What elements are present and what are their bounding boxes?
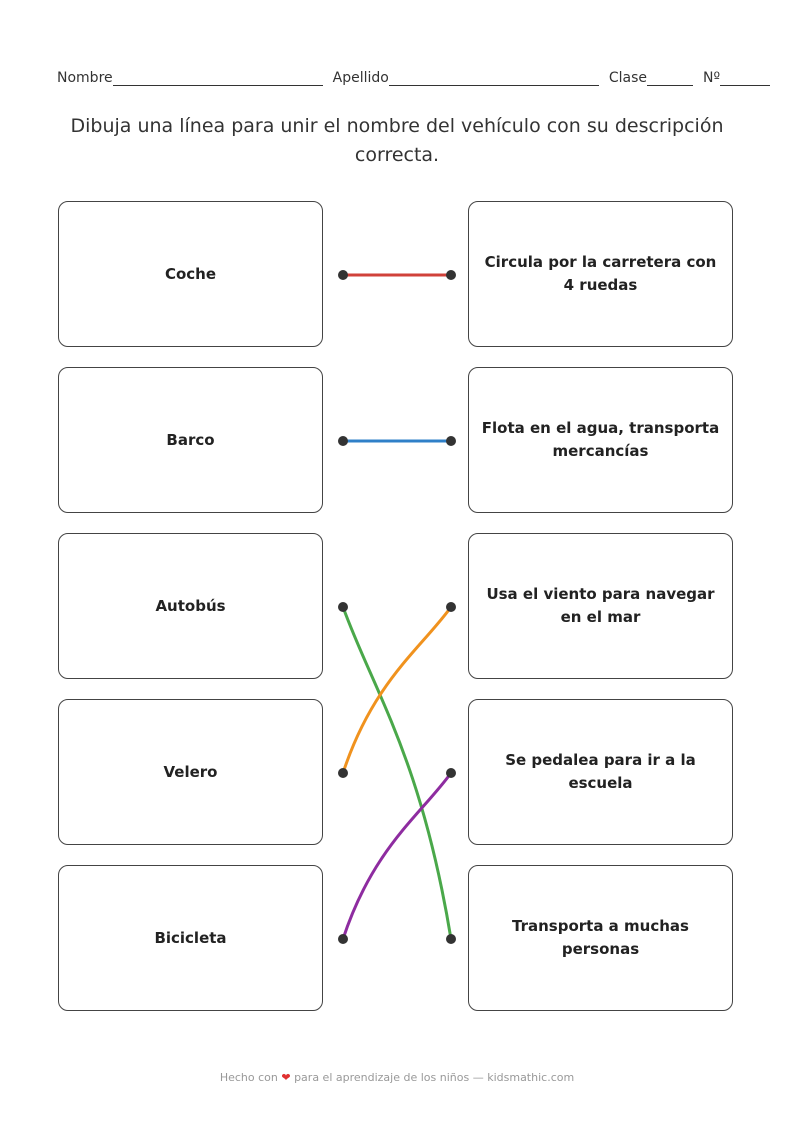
description-card: Flota en el agua, transporta mercancías (468, 367, 733, 513)
connector-dot[interactable] (338, 934, 348, 944)
footer: Hecho con ❤ para el aprendizaje de los n… (0, 1071, 794, 1084)
connector-dot[interactable] (446, 436, 456, 446)
vehicle-name-card: Barco (58, 367, 323, 513)
vehicle-name-card: Velero (58, 699, 323, 845)
connector-dot[interactable] (446, 270, 456, 280)
class-label: Clase (608, 70, 647, 86)
connector-dot[interactable] (446, 934, 456, 944)
vehicle-name-card: Coche (58, 201, 323, 347)
connector-dot[interactable] (338, 768, 348, 778)
number-label: Nº (702, 70, 721, 86)
class-field[interactable] (646, 71, 693, 86)
instruction: Dibuja una línea para unir el nombre del… (70, 115, 724, 166)
footer-text-before: Hecho con (219, 1071, 278, 1084)
footer-text-after: para el aprendizaje de los niños — kidsm… (294, 1071, 575, 1084)
match-line (341, 606, 453, 774)
description-card: Transporta a muchas personas (468, 865, 733, 1011)
description-card: Usa el viento para navegar en el mar (468, 533, 733, 679)
connector-dot[interactable] (446, 768, 456, 778)
vehicle-name-card: Bicicleta (58, 865, 323, 1011)
heart-icon: ❤ (281, 1071, 291, 1084)
connector-dot[interactable] (446, 602, 456, 612)
name-field[interactable] (112, 71, 323, 86)
surname-field[interactable] (388, 71, 599, 86)
number-field[interactable] (720, 71, 771, 86)
description-card: Circula por la carretera con 4 ruedas (468, 201, 733, 347)
match-line (341, 772, 453, 940)
student-info-header: Nombre Apellido Clase Nº (57, 70, 779, 86)
match-line (341, 606, 453, 940)
connector-dot[interactable] (338, 602, 348, 612)
connector-dot[interactable] (338, 436, 348, 446)
name-label: Nombre (57, 70, 113, 86)
surname-label: Apellido (332, 70, 389, 86)
description-card: Se pedalea para ir a la escuela (468, 699, 733, 845)
vehicle-name-card: Autobús (58, 533, 323, 679)
connector-dot[interactable] (338, 270, 348, 280)
